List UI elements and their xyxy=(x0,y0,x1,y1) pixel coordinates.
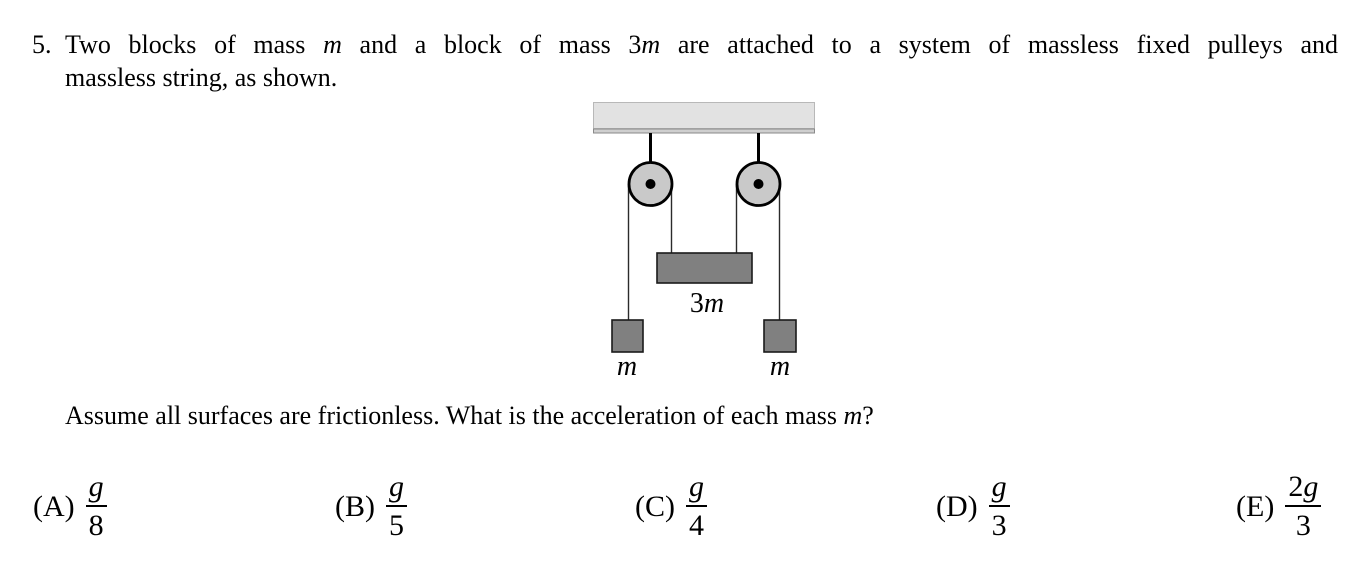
right-pulley-axle xyxy=(753,179,764,189)
block-3m xyxy=(656,252,753,284)
choice-a: (A) g 8 xyxy=(33,472,107,541)
choice-b-fraction: g 5 xyxy=(386,472,407,541)
fraction-bar xyxy=(988,505,1010,507)
num-var: g xyxy=(689,470,704,503)
fraction-denominator: 4 xyxy=(689,509,704,542)
choice-d-label: (D) xyxy=(936,489,978,523)
label-3m: 3m xyxy=(690,288,724,319)
choice-b: (B) g 5 xyxy=(335,472,407,541)
choice-d-fraction: g 3 xyxy=(988,472,1010,542)
block-m-right xyxy=(763,319,797,353)
choice-d: (D) g 3 xyxy=(936,472,1010,541)
fraction-denominator: 3 xyxy=(1295,509,1311,542)
num-prefix: 2 xyxy=(1288,470,1304,503)
choice-c-fraction: g 4 xyxy=(686,472,707,541)
choice-e-fraction: 2g 3 xyxy=(1285,472,1322,542)
num-var: g xyxy=(1303,470,1319,503)
num-var: g xyxy=(88,470,104,503)
ceiling xyxy=(593,102,815,129)
label-3m-prefix: 3 xyxy=(690,288,704,319)
problem-number: 5. xyxy=(32,30,52,59)
math-var-m: m xyxy=(641,30,661,59)
fraction-bar xyxy=(85,505,107,507)
problem-statement: 5. Two blocks of mass m and a block of m… xyxy=(32,28,1338,94)
label-3m-var: m xyxy=(704,288,724,319)
choice-c-label: (C) xyxy=(635,489,675,523)
block-m-left xyxy=(611,319,644,353)
num-var: g xyxy=(991,470,1007,503)
fraction-denominator: 8 xyxy=(88,509,104,542)
fraction-numerator: g xyxy=(686,472,707,502)
fraction-numerator: g xyxy=(386,472,407,502)
left-pulley-axle xyxy=(645,179,656,189)
statement-seg: are attached to a system of massless fix… xyxy=(660,30,1338,59)
fraction-bar xyxy=(386,505,407,507)
choice-e-label: (E) xyxy=(1236,489,1275,523)
pulley-diagram: 3m m m xyxy=(593,102,815,382)
math-var-m: m xyxy=(843,401,863,430)
fraction-numerator: g xyxy=(989,472,1010,502)
num-var: g xyxy=(389,470,404,503)
choice-a-fraction: g 8 xyxy=(85,472,107,542)
choice-b-label: (B) xyxy=(335,489,375,523)
label-m-right: m xyxy=(770,351,790,382)
choice-a-label: (A) xyxy=(33,489,75,523)
label-m-left: m xyxy=(617,351,637,382)
fraction-denominator: 3 xyxy=(991,509,1007,542)
statement-line-2: massless string, as shown. xyxy=(65,63,338,92)
fraction-numerator: 2g xyxy=(1285,472,1321,502)
choice-e: (E) 2g 3 xyxy=(1236,472,1322,542)
ceiling-bottom-edge xyxy=(593,128,815,134)
question-seg: ? xyxy=(862,401,874,430)
math-var-m: m xyxy=(323,30,342,59)
question-line: Assume all surfaces are frictionless. Wh… xyxy=(65,399,874,432)
fraction-bar xyxy=(1285,505,1322,507)
statement-text: Two blocks of mass m and a block of mass… xyxy=(65,28,1338,94)
fraction-bar xyxy=(686,505,707,507)
statement-line-1: Two blocks of mass m and a block of mass… xyxy=(65,28,1338,61)
statement-seg: and a block of mass 3 xyxy=(341,30,642,59)
choice-c: (C) g 4 xyxy=(635,472,707,541)
statement-seg: Two blocks of mass xyxy=(65,30,324,59)
fraction-denominator: 5 xyxy=(389,509,404,542)
question-seg: Assume all surfaces are frictionless. Wh… xyxy=(65,401,844,430)
fraction-numerator: g xyxy=(86,472,107,502)
